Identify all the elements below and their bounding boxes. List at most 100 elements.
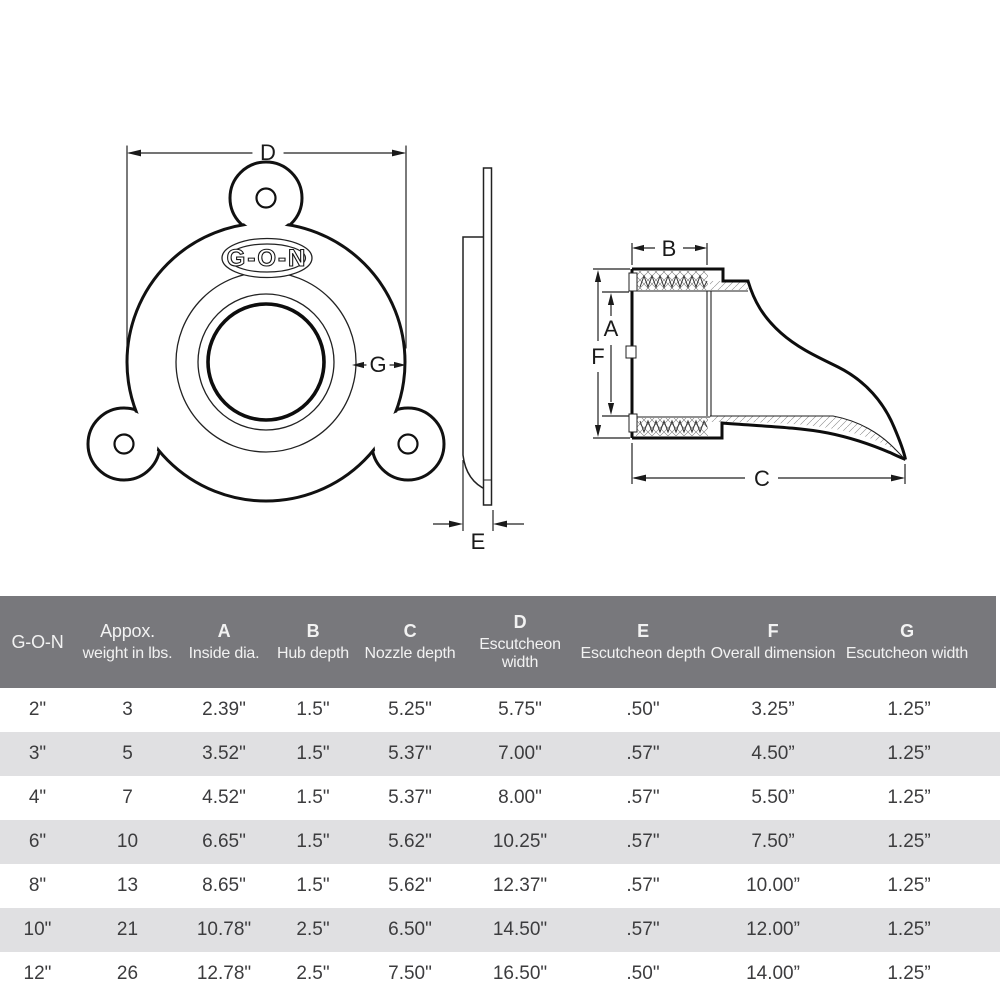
table-cell: 6" — [28, 831, 47, 852]
table-cell: 12.78" — [196, 963, 252, 984]
dim-label-d: D — [260, 140, 276, 165]
table-cell: .50" — [626, 699, 660, 720]
dimension-d — [126, 145, 407, 349]
table-cell: 7.50” — [751, 831, 795, 852]
table-cell: 12" — [23, 963, 52, 984]
table-cell: 5.25" — [388, 699, 432, 720]
table-cell: 5.62" — [388, 875, 432, 896]
table-cell: 5.75" — [498, 699, 542, 720]
dimension-g — [352, 361, 406, 369]
logo-text: G-O-N — [227, 245, 308, 272]
table-cell: 5 — [122, 743, 133, 764]
dim-label-e: E — [471, 529, 486, 554]
column-header: G-O-N — [0, 596, 75, 688]
table-cell: 2.5" — [296, 919, 330, 940]
dim-label-a: A — [604, 316, 619, 341]
table-cell: 1.25” — [887, 743, 931, 764]
table-cell: 8.65" — [202, 875, 246, 896]
dimension-c — [631, 443, 906, 484]
dimension-f — [593, 268, 630, 439]
column-header: Appox.weight in lbs. — [75, 596, 180, 688]
table-cell: 13 — [116, 875, 139, 896]
side-view: E — [433, 167, 524, 554]
table-cell: 7.00" — [498, 743, 542, 764]
table-row: 2" 3 2.39" 1.5" 5.25" 5.75" .50" 3.25” 1.25” — [0, 688, 1000, 732]
table-cell: 1.25” — [887, 787, 931, 808]
table-cell: 2" — [28, 699, 47, 720]
dim-label-g: G — [369, 352, 386, 377]
section-view: B A F — [591, 236, 907, 491]
table-cell: 3" — [28, 743, 47, 764]
logo-oval: G-O-N — [221, 237, 313, 279]
technical-drawing: D G-O-N — [86, 140, 907, 554]
table-cell: 2.39" — [202, 699, 246, 720]
table-cell: 10.00” — [746, 875, 800, 896]
table-cell: 5.37" — [388, 787, 432, 808]
table-row: 8" 13 8.65" 1.5" 5.62" 12.37" .57" 10.00” 1.25” — [0, 864, 1000, 908]
dimension-e — [433, 460, 524, 531]
table-cell: .57" — [626, 787, 660, 808]
table-cell: 4.52" — [202, 787, 246, 808]
table-cell: .57" — [626, 875, 660, 896]
table-cell: .50" — [626, 963, 660, 984]
table-cell: 10" — [23, 919, 52, 940]
table-cell: 1.25” — [887, 963, 931, 984]
table-cell: 1.25” — [887, 699, 931, 720]
table-cell: 6.65" — [202, 831, 246, 852]
table-cell: 4" — [28, 787, 47, 808]
table-cell: 6.50" — [388, 919, 432, 940]
table-body: 2" 3 2.39" 1.5" 5.25" 5.75" .50" 3.25” 1.25” 3" 5 3… — [0, 688, 1000, 996]
table-cell: 8.00" — [498, 787, 542, 808]
table-cell: 4.50” — [751, 743, 795, 764]
table-cell: 1.25” — [887, 919, 931, 940]
table-cell: 1.5" — [296, 787, 330, 808]
dim-label-f: F — [591, 344, 604, 369]
table-cell: 14.50" — [492, 919, 548, 940]
table-cell: 7 — [122, 787, 133, 808]
table-cell: 16.50" — [492, 963, 548, 984]
table-cell: 21 — [116, 919, 139, 940]
table-row: 6" 10 6.65" 1.5" 5.62" 10.25" .57" 7.50” 1.25” — [0, 820, 1000, 864]
table-cell: 5.62" — [388, 831, 432, 852]
table-cell: 14.00” — [746, 963, 800, 984]
table-cell: 5.37" — [388, 743, 432, 764]
table-cell: 26 — [116, 963, 139, 984]
table-cell: .57" — [626, 919, 660, 940]
dimension-b — [631, 243, 708, 265]
table-cell: 1.5" — [296, 699, 330, 720]
table-cell: 7.50" — [388, 963, 432, 984]
table-cell: 12.00” — [746, 919, 800, 940]
table-cell: 1.25” — [887, 875, 931, 896]
table-cell: 10.78" — [196, 919, 252, 940]
table-cell: 8" — [28, 875, 47, 896]
table-cell: 12.37" — [492, 875, 548, 896]
table-cell: 10.25" — [492, 831, 548, 852]
table-cell: 1.5" — [296, 831, 330, 852]
table-cell: 1.5" — [296, 743, 330, 764]
table-row: 12" 26 12.78" 2.5" 7.50" 16.50" .50" 14.00” 1.25… — [0, 952, 1000, 996]
table-cell: 3.52" — [202, 743, 246, 764]
front-view: D G-O-N — [86, 140, 446, 503]
dimension-a — [602, 291, 629, 417]
dim-label-b: B — [662, 236, 677, 261]
table-cell: 10 — [116, 831, 139, 852]
table-cell: 3.25” — [751, 699, 795, 720]
table-cell: 2.5" — [296, 963, 330, 984]
table-cell: 3 — [122, 699, 133, 720]
table-cell: .57" — [626, 831, 660, 852]
table-row: 10" 21 10.78" 2.5" 6.50" 14.50" .57" 12.00” 1.25… — [0, 908, 1000, 952]
table-cell: 1.5" — [296, 875, 330, 896]
table-cell: 1.25” — [887, 831, 931, 852]
